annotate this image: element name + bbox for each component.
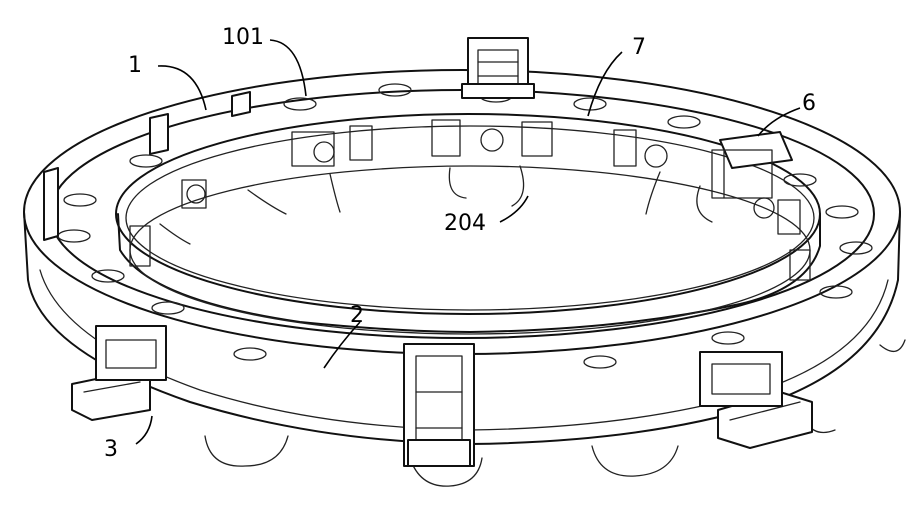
label-3: 3 xyxy=(104,437,118,462)
top-clamp xyxy=(462,38,534,98)
label-204: 204 xyxy=(444,211,486,236)
label-7: 7 xyxy=(632,35,646,60)
fins xyxy=(160,166,712,244)
left-clamp xyxy=(72,326,166,420)
inner-fittings xyxy=(130,120,810,280)
label-6: 6 xyxy=(802,91,816,116)
label-2: 2 xyxy=(350,303,364,328)
right-bracket xyxy=(712,132,792,198)
label-1: 1 xyxy=(128,53,142,78)
right-clamp xyxy=(700,352,812,448)
front-clamp xyxy=(404,344,474,466)
label-101: 101 xyxy=(222,25,264,50)
